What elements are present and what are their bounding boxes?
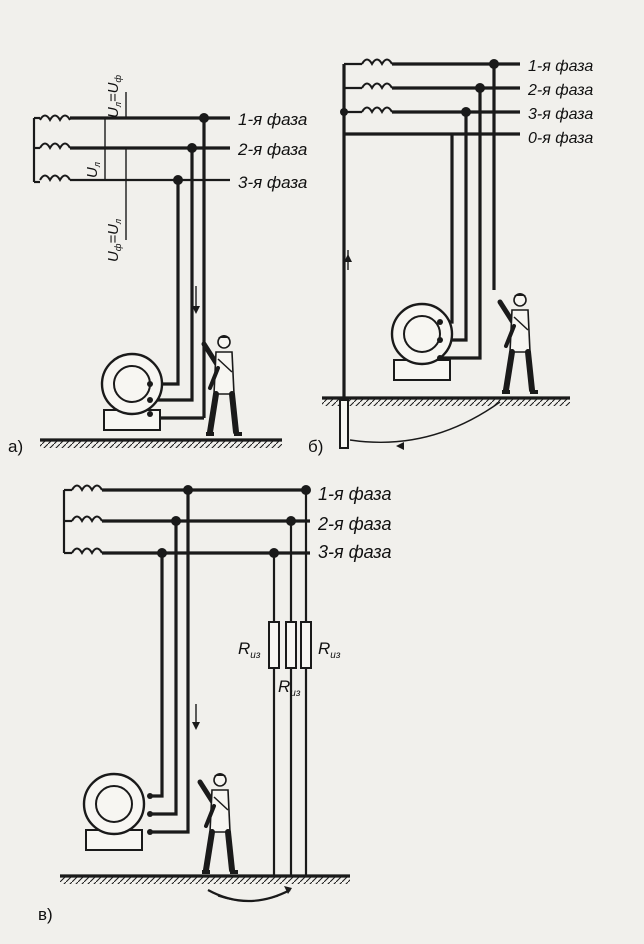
motor-icon	[390, 302, 454, 382]
coil-icon	[71, 484, 103, 491]
person-icon	[204, 335, 242, 434]
resistor-label-right: Rиз	[318, 639, 341, 661]
resistor-label-left: Rиз	[238, 639, 261, 661]
coil-icon	[39, 174, 71, 181]
phase-label-b3: 3-я фаза	[528, 106, 593, 123]
person-icon	[500, 293, 538, 392]
phase-label-b0: 0-я фаза	[528, 130, 593, 147]
panel-label-b: б)	[308, 437, 323, 456]
coil-icon	[361, 58, 393, 65]
phase-label-b1: 1-я фаза	[528, 58, 593, 75]
coil-icon	[39, 114, 71, 121]
voltage-label-top: Uл=Uф	[105, 74, 123, 118]
phase-label-c1: 1-я фаза	[318, 484, 391, 504]
phase-label-c3: 3-я фаза	[318, 542, 391, 562]
phase-label-c2: 2-я фаза	[317, 514, 391, 534]
coil-icon	[71, 515, 103, 522]
insulation-resistor-3	[268, 621, 280, 669]
phase-label-a1: 1-я фаза	[238, 110, 307, 129]
motor-icon	[82, 772, 146, 852]
coil-icon	[361, 106, 393, 113]
phase-label-a2: 2-я фаза	[237, 140, 307, 159]
coil-icon	[71, 547, 103, 554]
diagram-b: 1-я фаза 2-я фаза 3-я фаза 0-я фаза б)	[308, 58, 593, 456]
panel-label-a: а)	[8, 437, 23, 456]
coil-icon	[361, 82, 393, 89]
diagram-a: Uл=Uф Uл Uф=Uл 1-я фаза 2-я фаза 3-я фаз…	[8, 74, 307, 456]
person-icon	[200, 773, 238, 872]
motor-icon	[100, 352, 164, 432]
voltage-label-mid: Uл	[84, 162, 102, 178]
coil-icon	[39, 142, 71, 149]
phase-label-b2: 2-я фаза	[527, 82, 593, 99]
insulation-resistor-1	[300, 621, 312, 669]
voltage-label-bottom: Uф=Uл	[105, 219, 123, 262]
diagram-c: 1-я фаза 2-я фаза 3-я фаза Rиз Rиз Rиз	[38, 484, 391, 924]
resistor-label-mid: Rиз	[278, 677, 301, 699]
panel-label-c: в)	[38, 905, 53, 924]
phase-label-a3: 3-я фаза	[238, 173, 307, 192]
insulation-resistor-2	[285, 621, 297, 669]
